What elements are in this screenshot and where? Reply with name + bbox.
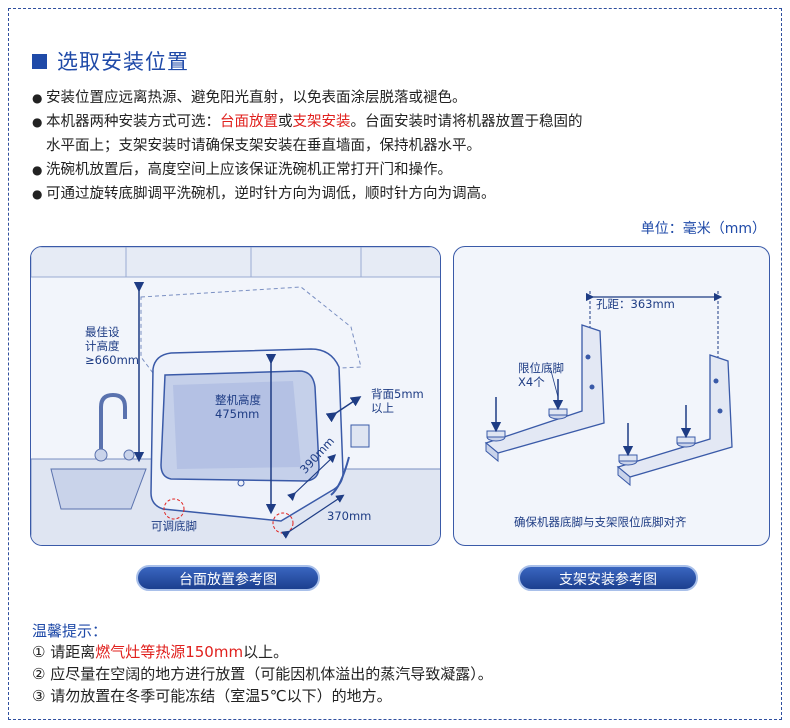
- width-label: 370mm: [327, 509, 372, 523]
- bullet-item: ● 可通过旋转底脚调平洗碗机，逆时针方向为调低，顺时针方向为调高。: [32, 182, 772, 206]
- tips-list: ① 请距离燃气灶等热源150mm以上。 ② 应尽量在空阔的地方进行放置（可能因机…: [32, 641, 772, 707]
- countertop-illustration: [31, 247, 440, 545]
- highlight-heat-source: 燃气灶等热源150mm: [95, 643, 244, 661]
- bullet-dot-icon: ●: [32, 163, 43, 177]
- square-bullet-icon: [32, 53, 47, 69]
- alignment-note: 确保机器底脚与支架限位底脚对齐: [514, 515, 687, 529]
- bullet-item: ● 本机器两种安装方式可选：台面放置或支架安装。台面安装时请将机器放置于稳固的 …: [32, 110, 772, 158]
- bullet-dot-icon: ●: [32, 115, 43, 129]
- bullet-continuation: 水平面上；支架安装时请确保支架安装在垂直墙面，保持机器水平。: [46, 138, 481, 154]
- highlight-bracket: 支架安装: [292, 114, 351, 130]
- bullet-list: ● 安装位置应远离热源、避免阳光直射，以免表面涂层脱落或褪色。 ● 本机器两种安…: [32, 86, 772, 206]
- machine-height-label: 整机高度 475mm: [215, 393, 261, 421]
- highlight-countertop: 台面放置: [220, 114, 278, 130]
- bullet-item: ● 安装位置应远离热源、避免阳光直射，以免表面涂层脱落或褪色。: [32, 86, 772, 110]
- bullet-text: 可通过旋转底脚调平洗碗机，逆时针方向为调低，顺时针方向为调高。: [46, 186, 496, 202]
- countertop-diagram: 最佳设 计高度 ≥660mm 整机高度 475mm 背面5mm 以上 390mm…: [30, 246, 441, 546]
- limit-foot-label: 限位底脚 X4个: [518, 361, 564, 389]
- tip-item: ③ 请勿放置在冬季可能冻结（室温5℃以下）的地方。: [32, 687, 392, 705]
- unit-label: 单位：毫米（mm）: [640, 221, 766, 237]
- bracket-illustration: [484, 291, 733, 487]
- bullet-item: ● 洗碗机放置后，高度空间上应该保证洗碗机正常打开门和操作。: [32, 158, 772, 182]
- hole-distance-label: 孔距：363mm: [596, 297, 675, 311]
- bullet-text: 本机器两种安装方式可选：台面放置或支架安装。台面安装时请将机器放置于稳固的: [46, 114, 583, 130]
- dashed-frame: [8, 8, 782, 720]
- countertop-caption-badge: 台面放置参考图: [136, 565, 320, 591]
- best-height-label: 最佳设 计高度 ≥660mm: [85, 325, 139, 367]
- bullet-text: 安装位置应远离热源、避免阳光直射，以免表面涂层脱落或褪色。: [46, 90, 467, 106]
- section-heading: 选取安装位置: [32, 46, 189, 76]
- tip-item: ② 应尽量在空阔的地方进行放置（可能因机体溢出的蒸汽导致凝露）。: [32, 665, 493, 683]
- bracket-caption-badge: 支架安装参考图: [518, 565, 698, 591]
- tip-item: ① 请距离燃气灶等热源150mm以上。: [32, 643, 289, 661]
- bullet-dot-icon: ●: [32, 187, 43, 201]
- back-gap-label: 背面5mm 以上: [371, 387, 424, 415]
- tips-title: 温馨提示：: [32, 622, 108, 640]
- bullet-dot-icon: ●: [32, 91, 43, 105]
- section-title: 选取安装位置: [57, 50, 189, 74]
- bracket-diagram: 孔距：363mm 限位底脚 X4个 确保机器底脚与支架限位底脚对齐: [453, 246, 770, 546]
- adjustable-foot-label: 可调底脚: [151, 519, 197, 533]
- bullet-text: 洗碗机放置后，高度空间上应该保证洗碗机正常打开门和操作。: [46, 162, 452, 178]
